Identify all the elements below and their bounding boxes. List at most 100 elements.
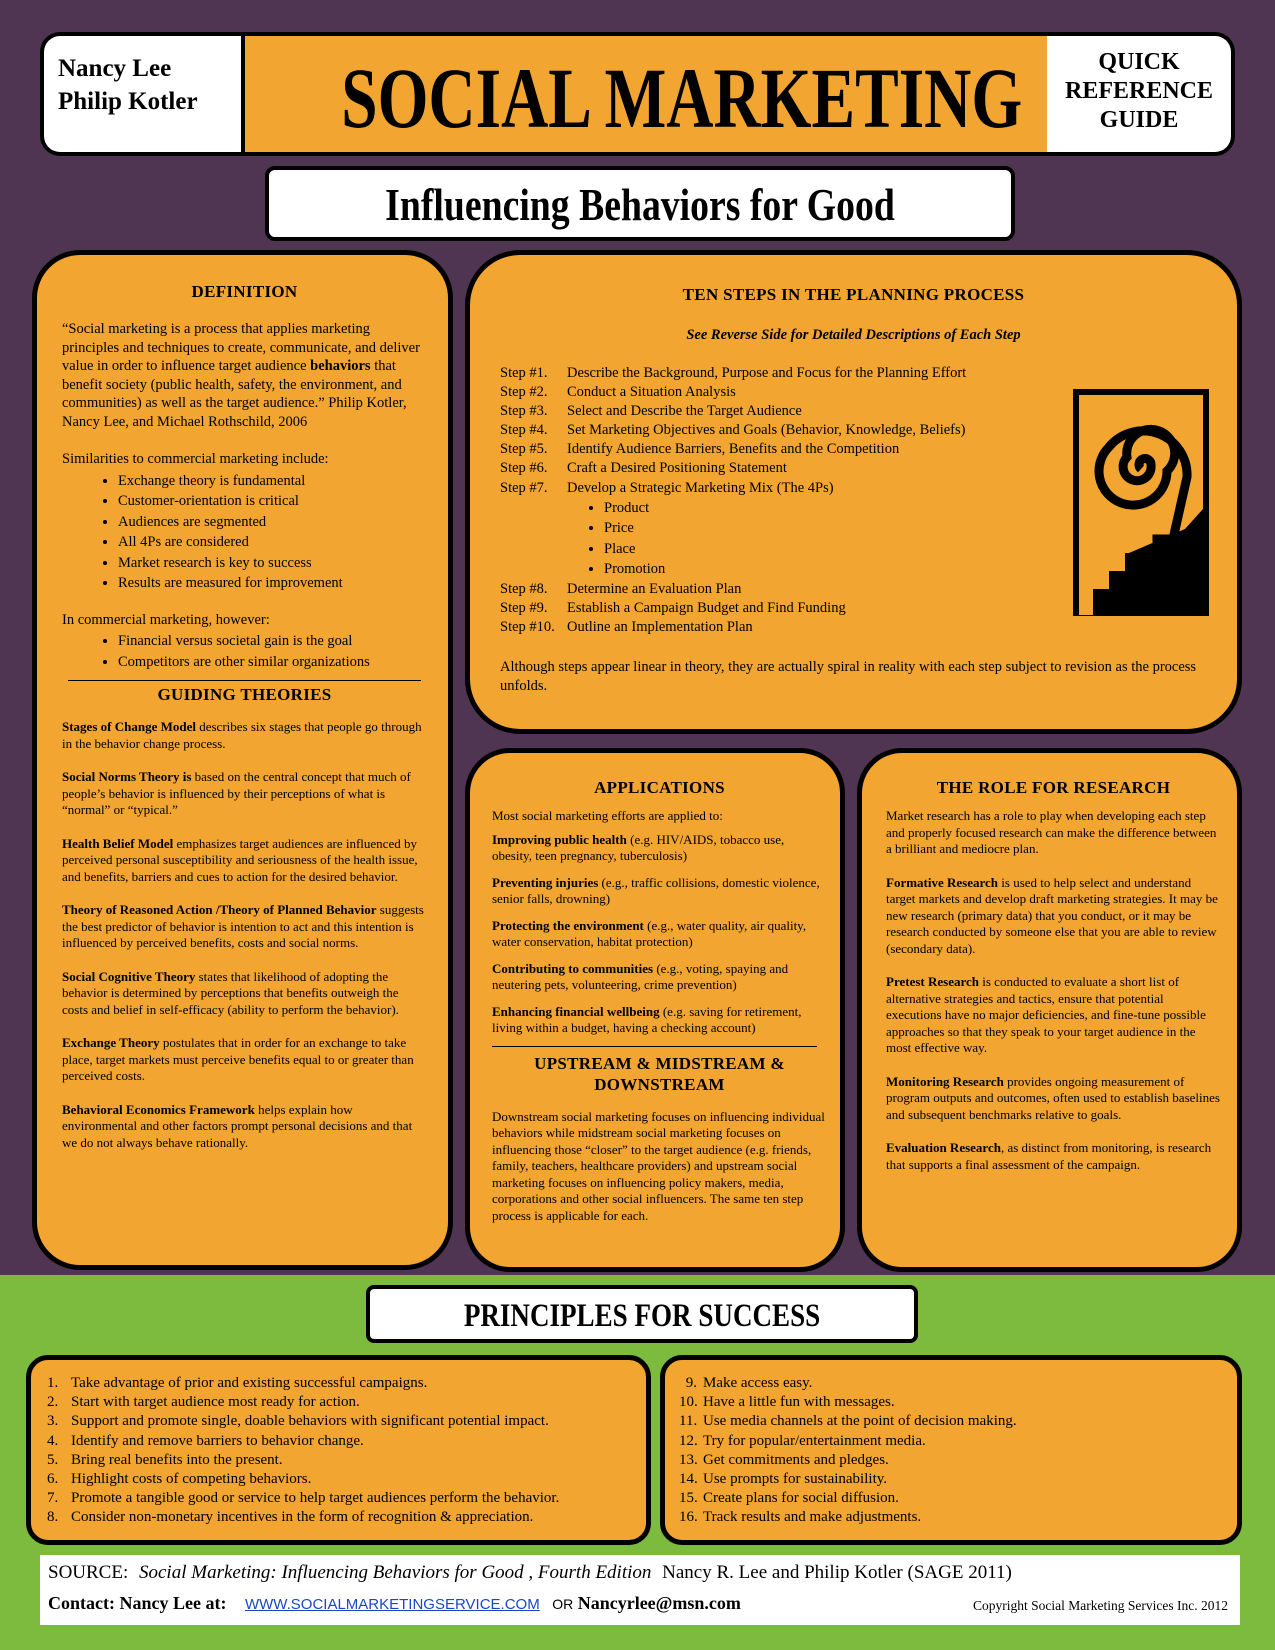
applications-panel: APPLICATIONS Most social marketing effor… xyxy=(465,748,845,1272)
author-2: Philip Kotler xyxy=(58,88,198,115)
list-item: Competitors are other similar organizati… xyxy=(118,652,427,673)
step-item: Step #6.Craft a Desired Positioning Stat… xyxy=(500,460,787,477)
divider xyxy=(68,680,421,681)
four-ps-list: Product Price Place Promotion xyxy=(500,498,966,580)
principles-title: PRINCIPLES FOR SUCCESS xyxy=(463,1298,821,1334)
subtitle: Influencing Behaviors for Good xyxy=(385,179,895,230)
upstream-title: UPSTREAM & MIDSTREAM & DOWNSTREAM xyxy=(534,1053,785,1094)
footer-contact: Contact: Nancy Lee at: WWW.SOCIALMARKETI… xyxy=(48,1593,741,1613)
principles-left-panel: 1.Take advantage of prior and existing s… xyxy=(26,1355,651,1545)
step-item: Step #2.Conduct a Situation Analysis xyxy=(500,384,736,401)
research-intro: Market research has a role to play when … xyxy=(886,808,1217,856)
author-1: Nancy Lee xyxy=(58,55,172,82)
principle-item: 10.Have a little fun with messages. xyxy=(679,1394,895,1411)
research-item: Pretest Research is conducted to evaluat… xyxy=(886,974,1206,1055)
website-link[interactable]: WWW.SOCIALMARKETINGSERVICE.COM xyxy=(244,1596,540,1613)
step-item: Step #1.Describe the Background, Purpose… xyxy=(500,365,967,381)
theory-item: Exchange Theory postulates that in order… xyxy=(62,1035,414,1083)
upstream-text: Downstream social marketing focuses on i… xyxy=(492,1108,825,1223)
steps-title: TEN STEPS IN THE PLANNING PROCESS xyxy=(682,285,1025,304)
application-item: Enhancing financial wellbeing (e.g. savi… xyxy=(492,1003,802,1036)
list-item: Exchange theory is fundamental xyxy=(118,471,427,492)
principle-item: 9.Make access easy. xyxy=(685,1375,813,1391)
step-item: Step #7.Develop a Strategic Marketing Mi… xyxy=(500,479,834,496)
research-panel: THE ROLE FOR RESEARCH Market research ha… xyxy=(857,748,1242,1272)
step-item: Step #3.Select and Describe the Target A… xyxy=(500,403,802,420)
theory-item: Health Belief Model emphasizes target au… xyxy=(62,835,418,884)
list-item: All 4Ps are considered xyxy=(118,532,427,553)
guide-line-1: QUICK xyxy=(1098,49,1180,75)
footer-source: SOURCE: Social Marketing: Influencing Be… xyxy=(48,1562,1012,1583)
steps-note: Although steps appear linear in theory, … xyxy=(500,659,1197,694)
principles-title-box: PRINCIPLES FOR SUCCESS xyxy=(366,1285,918,1343)
steps-list: Step #1.Describe the Background, Purpose… xyxy=(500,364,966,637)
principle-item: 2.Start with target audience most ready … xyxy=(47,1394,360,1411)
steps-panel: TEN STEPS IN THE PLANNING PROCESS See Re… xyxy=(465,250,1242,734)
principle-item: 8.Consider non-monetary incentives in th… xyxy=(47,1509,534,1526)
theories-title: GUIDING THEORIES xyxy=(157,685,332,704)
principle-item: 1.Take advantage of prior and existing s… xyxy=(47,1375,428,1391)
list-item: Results are measured for improvement xyxy=(118,573,427,594)
principle-item: 14.Use prompts for sustainability. xyxy=(679,1471,888,1488)
application-item: Preventing injuries (e.g., traffic colli… xyxy=(492,874,820,907)
theories-list: Stages of Change Model describes six sta… xyxy=(62,719,427,1151)
definition-quote: “Social marketing is a process that appl… xyxy=(62,321,420,430)
applications-intro: Most social marketing efforts are applie… xyxy=(492,808,723,823)
authors-box: Nancy Lee Philip Kotler xyxy=(40,32,245,156)
footer: SOURCE: Social Marketing: Influencing Be… xyxy=(40,1555,1240,1625)
list-item: Price xyxy=(604,518,966,539)
applications-list: Improving public health (e.g. HIV/AIDS, … xyxy=(492,832,827,1037)
research-item: Formative Research is used to help selec… xyxy=(886,874,1218,956)
list-item: Promotion xyxy=(604,559,966,580)
theory-item: Social Cognitive Theory states that like… xyxy=(62,968,399,1017)
principles-right-panel: 9.Make access easy. 10.Have a little fun… xyxy=(660,1355,1242,1545)
divider xyxy=(492,1045,817,1047)
application-item: Contributing to communities (e.g., votin… xyxy=(492,960,789,993)
title-box: SOCIAL MARKETING xyxy=(241,32,1051,156)
principle-item: 7.Promote a tangible good or service to … xyxy=(47,1490,560,1507)
theory-item: Social Norms Theory is based on the cent… xyxy=(62,769,411,817)
step-item: Step #10.Outline an Implementation Plan xyxy=(500,618,753,635)
list-item: Market research is key to success xyxy=(118,553,427,574)
list-item: Place xyxy=(604,539,966,560)
research-title: THE ROLE FOR RESEARCH xyxy=(936,778,1171,797)
step-item: Step #4.Set Marketing Objectives and Goa… xyxy=(500,422,966,439)
definition-title: DEFINITION xyxy=(191,282,298,301)
applications-title: APPLICATIONS xyxy=(594,778,725,797)
theory-item: Behavioral Economics Framework helps exp… xyxy=(62,1101,413,1150)
copyright: Copyright Social Marketing Services Inc.… xyxy=(973,1598,1228,1613)
principle-item: 5.Bring real benefits into the present. xyxy=(47,1451,283,1468)
research-item: Monitoring Research provides ongoing mea… xyxy=(886,1073,1220,1122)
principle-item: 13.Get commitments and pledges. xyxy=(679,1451,889,1468)
however-intro: In commercial marketing, however: xyxy=(62,611,270,628)
step-item: Step #9.Establish a Campaign Budget and … xyxy=(500,599,846,616)
research-list: Formative Research is used to help selec… xyxy=(886,875,1221,1174)
email-address[interactable]: Nancyrlee@msn.com xyxy=(577,1593,741,1613)
principle-item: 11.Use media channels at the point of de… xyxy=(679,1413,1017,1430)
steps-subtitle: See Reverse Side for Detailed Descriptio… xyxy=(686,327,1021,343)
guide-line-2: REFERENCE xyxy=(1064,78,1214,104)
theory-item: Theory of Reasoned Action /Theory of Pla… xyxy=(62,902,424,950)
principle-item: 15.Create plans for social diffusion. xyxy=(679,1490,899,1507)
application-item: Improving public health (e.g. HIV/AIDS, … xyxy=(492,831,785,864)
spiral-staircase-logo xyxy=(1073,389,1209,616)
similarities-list: Exchange theory is fundamental Customer-… xyxy=(62,471,427,594)
list-item: Product xyxy=(604,498,966,519)
principle-item: 3.Support and promote single, doable beh… xyxy=(47,1413,549,1430)
principle-item: 12.Try for popular/entertainment media. xyxy=(679,1432,926,1449)
however-list: Financial versus societal gain is the go… xyxy=(62,631,427,672)
list-item: Audiences are segmented xyxy=(118,512,427,533)
main-title: SOCIAL MARKETING xyxy=(341,50,1023,146)
principle-item: 4.Identify and remove barriers to behavi… xyxy=(47,1432,364,1449)
principles-left-list: 1.Take advantage of prior and existing s… xyxy=(47,1374,559,1528)
step-item: Step #5.Identify Audience Barriers, Bene… xyxy=(500,441,900,458)
principle-item: 6.Highlight costs of competing behaviors… xyxy=(47,1471,312,1488)
guide-line-3: GUIDE xyxy=(1099,107,1179,133)
list-item: Financial versus societal gain is the go… xyxy=(118,631,427,652)
principle-item: 16.Track results and make adjustments. xyxy=(679,1509,922,1526)
guide-box: QUICK REFERENCE GUIDE xyxy=(1047,32,1235,156)
subtitle-box: Influencing Behaviors for Good xyxy=(265,166,1015,241)
definition-panel: DEFINITION “Social marketing is a proces… xyxy=(32,250,453,1270)
research-item: Evaluation Research, as distinct from mo… xyxy=(886,1140,1212,1172)
list-item: Customer-orientation is critical xyxy=(118,491,427,512)
